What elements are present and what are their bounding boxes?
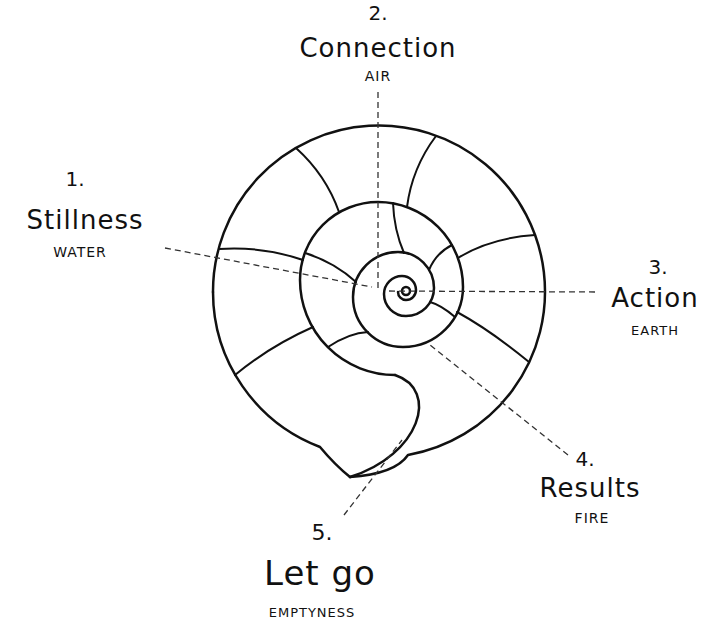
outer-wall (213, 126, 545, 477)
element-name: AIR (365, 68, 391, 84)
leader-line (165, 248, 372, 287)
leader-line (385, 291, 595, 292)
septum (296, 148, 339, 212)
callout-number: 5. (312, 520, 333, 545)
callout-number: 4. (575, 448, 594, 471)
outer-wall (213, 292, 350, 477)
inner-spiral (300, 202, 463, 375)
element-name: EARTH (631, 324, 679, 339)
stage-name: Stillness (27, 206, 144, 236)
leader-lines (165, 92, 595, 515)
stage-name: Connection (299, 34, 456, 64)
septum (407, 136, 436, 207)
callout-number: 3. (648, 256, 667, 279)
aperture-edge (350, 375, 419, 477)
stage-name: Let go (264, 554, 376, 593)
callout-number: 1. (65, 168, 84, 191)
septum (458, 235, 535, 258)
septum (328, 332, 368, 347)
element-name: FIRE (575, 510, 610, 526)
septum (457, 312, 529, 362)
leader-line (377, 92, 378, 288)
element-name: WATER (53, 244, 107, 260)
stage-name: Results (540, 474, 641, 504)
leader-line (344, 440, 402, 515)
septum (305, 253, 356, 282)
chamber-walls (219, 136, 535, 375)
septum (235, 327, 313, 375)
leader-line (430, 345, 568, 455)
stage-name: Action (611, 284, 698, 314)
septum (219, 248, 303, 260)
element-name: EMPTYNESS (269, 606, 356, 621)
septum (429, 245, 452, 270)
septum (430, 302, 455, 317)
septum (393, 203, 404, 253)
callout-number: 2. (368, 2, 387, 25)
shell-outline (213, 126, 545, 477)
